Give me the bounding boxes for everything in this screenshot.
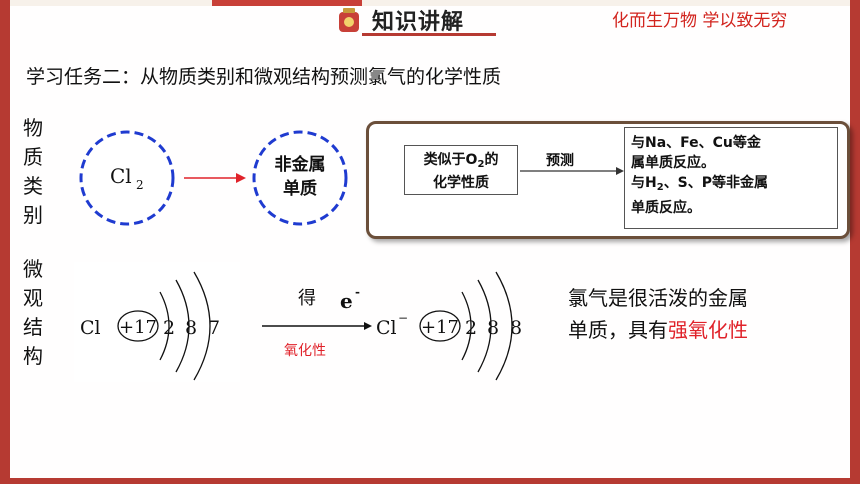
side-char: 构 [23,344,43,368]
category-arrow-head [236,173,246,183]
header-underline [362,33,496,36]
conclusion-highlight: 强氧化性 [668,318,748,342]
cl2-subscript: 2 [136,178,144,192]
similar-o2-line2: 化学性质 [433,175,489,191]
reaction-line1: 与Na、Fe、Cu等金 [631,135,761,151]
cl2-circle [79,130,175,226]
cl-atom-shell-3 [193,271,211,381]
conclusion-line1: 氯气是很活泼的金属 [568,286,748,310]
conclusion-text: 氯气是很活泼的金属 单质，具有强氧化性 [568,282,828,346]
side-label-micro: 微 观 结 构 [20,255,46,371]
side-char: 类 [23,174,43,198]
cl-ion-shell-3 [495,271,513,381]
predict-label: 预测 [546,153,574,169]
cl-ion-shell-count: 8 [510,317,522,339]
reaction-line4: 单质反应。 [631,200,701,216]
cl-ion-charge: − [398,311,408,325]
oxidation-label: 氧化性 [284,343,326,359]
gain-label: 得 [298,288,316,309]
cl-atom-shell-count: 7 [208,317,220,339]
cl-ion-nucleus-ring [419,310,461,342]
conclusion-line2-pre: 单质，具有 [568,318,668,342]
similar-o2-line1: 类似于O2的 [405,151,517,174]
nonmetal-line1: 非金属 [275,154,326,175]
header-slogan: 化而生万物 学以致无穷 [612,11,788,31]
reaction-line3-post: 、S、P等非金属 [663,175,769,191]
cl-ion-nucleus: +17 [421,317,459,338]
cl-ion-shell-1 [461,291,472,361]
reaction-box: 与Na、Fe、Cu等金 属单质反应。 与H2、S、P等非金属 单质反应。 [624,127,838,229]
reaction-line2: 属单质反应。 [631,155,715,171]
cl-atom-nucleus-ring [117,310,159,342]
cl-atom-shell-count: 8 [185,317,197,339]
slide-background [10,6,850,478]
side-char: 物 [23,116,43,140]
predict-arrow [520,167,624,175]
right-border [850,0,860,484]
cl-atom-symbol: Cl [80,317,101,339]
cl-atom-shell-2 [175,279,190,373]
left-border [0,0,10,484]
cl-ion-symbol: Cl [376,317,397,339]
atom-structure-diagram: Cl +17 2 8 7 e - Cl − +17 2 8 8 [74,262,522,382]
electron-symbol: e [340,289,353,313]
reaction-line3-pre: 与H [631,175,657,191]
cl-ion-shell-2 [477,279,492,373]
reaction-line3-sub: 2 [656,182,664,193]
nonmetal-circle [252,130,348,226]
category-diagram: Cl 2 非金属 单质 [79,130,348,226]
side-char: 微 [23,257,43,281]
cl-atom-nucleus: +17 [119,317,157,338]
side-char: 质 [23,145,43,169]
side-char: 别 [23,203,43,227]
cl-atom-shell-1 [159,291,170,361]
top-ribbon [212,0,362,6]
cl-atom-shell-count: 2 [163,317,175,339]
similar-o2-post: 的 [484,152,499,168]
reaction-arrow-head [364,322,372,330]
similar-o2-box: 类似于O2的 化学性质 [404,145,518,195]
bottom-border [0,478,860,484]
lantern-icon [339,8,359,32]
header-title: 知识讲解 [372,10,465,35]
cl-ion-shell-count: 8 [487,317,499,339]
predict-arrow-head [616,167,624,175]
similar-o2-pre: 类似于O [423,152,478,168]
reaction-line3: 与H2、S、P等非金属 [631,173,831,198]
cl-ion-shell-count: 2 [465,317,477,339]
cl2-symbol: Cl [110,164,132,188]
nonmetal-line2: 单质 [283,178,317,199]
task-title: 学习任务二：从物质类别和微观结构预测氯气的化学性质 [26,66,502,88]
side-char: 观 [23,286,43,310]
side-label-category: 物 质 类 别 [20,114,46,230]
conclusion-line2: 单质，具有强氧化性 [568,314,828,346]
side-char: 结 [23,315,43,339]
electron-charge: - [355,285,360,299]
similar-o2-sub: 2 [477,159,485,170]
